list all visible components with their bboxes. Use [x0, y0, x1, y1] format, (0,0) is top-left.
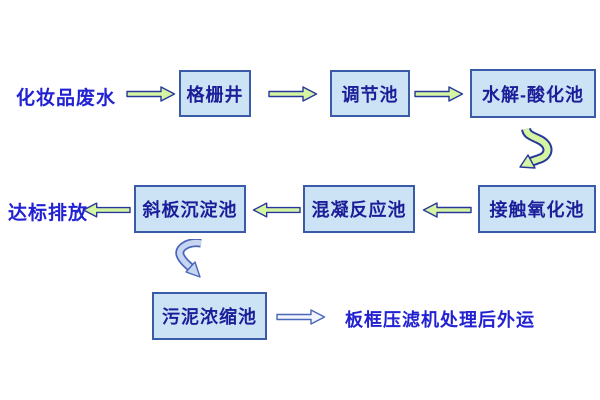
arrow-influent-to-grid-well-icon [126, 86, 176, 102]
curved-arrow-sedimentation-to-sludge-icon [175, 239, 202, 278]
arrow-grid-well-to-regulating-tank-icon [268, 86, 318, 102]
flow-box-sludge-thickening-tank: 污泥浓缩池 [152, 292, 267, 340]
arrow-coagulation-to-sedimentation-icon [252, 202, 301, 218]
flow-box-contact-oxidation-tank: 接触氧化池 [478, 185, 596, 233]
discharge-label: 达标排放 [8, 203, 89, 224]
arrow-sedimentation-to-discharge-icon [82, 202, 131, 218]
offsite-disposal-label: 板框压滤机处理后外运 [345, 310, 535, 330]
arrow-sludge-to-offsite-icon [276, 309, 326, 325]
influent-label: 化妆品废水 [16, 88, 117, 109]
curved-arrow-hydrolysis-to-contact-oxidation-icon [519, 127, 553, 169]
flow-box-grid-well: 格栅井 [179, 70, 251, 117]
flow-box-coagulation-reaction-tank: 混凝反应池 [303, 185, 415, 233]
flow-box-inclined-plate-sedimentation-tank: 斜板沉淀池 [134, 185, 246, 233]
flow-box-regulating-tank: 调节池 [330, 70, 410, 117]
flow-box-hydrolysis-acidification-tank: 水解-酸化池 [470, 69, 596, 118]
arrow-contact-oxidation-to-coagulation-icon [422, 202, 472, 218]
arrow-regulating-tank-to-hydrolysis-icon [414, 86, 464, 102]
